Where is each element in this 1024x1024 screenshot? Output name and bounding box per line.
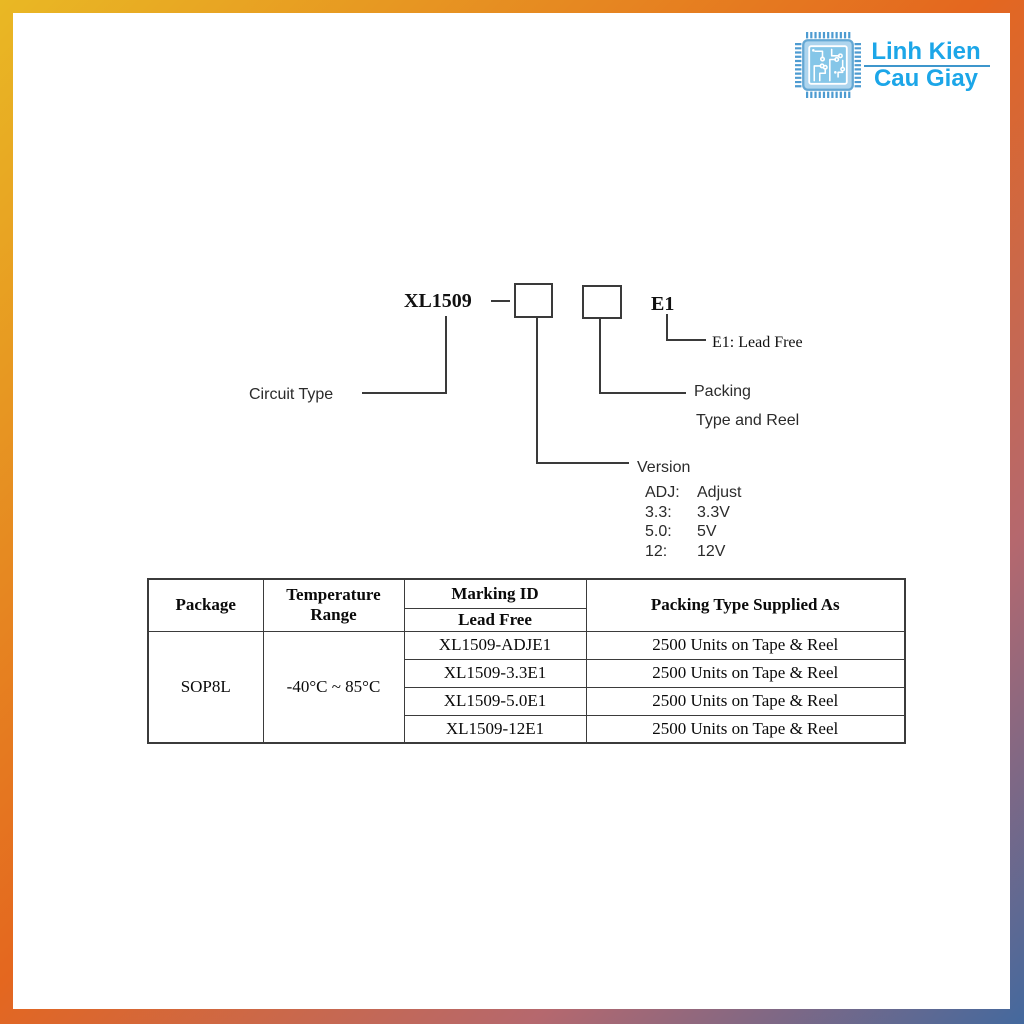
col-header-temperature-range: Temperature Range xyxy=(262,578,405,632)
version-option-code: 5.0: xyxy=(645,523,672,541)
version-option-value: 5V xyxy=(697,523,717,541)
packing-cell: 2500 Units on Tape & Reel xyxy=(585,686,906,716)
brand-name-line2: Cau Giay xyxy=(873,65,979,92)
version-option-code: ADJ: xyxy=(645,484,680,501)
version-option: 5.0: 5V xyxy=(645,522,741,542)
version-option: 3.3: 3.3V xyxy=(645,503,741,523)
packing-label-line2: Type and Reel xyxy=(696,412,800,429)
packing-cell: 2500 Units on Tape & Reel xyxy=(585,630,906,660)
version-option-code: 3.3: xyxy=(645,503,672,521)
version-option-code: 12: xyxy=(645,543,668,561)
circuit-type-leader-horizontal xyxy=(362,392,447,394)
document-canvas xyxy=(13,13,1010,1009)
version-option: ADJ: Adjust xyxy=(645,483,741,503)
marking-id-cell: XL1509-ADJE1 xyxy=(403,630,587,660)
version-leader-horizontal xyxy=(536,462,629,464)
version-option-value: 3.3V xyxy=(697,503,730,521)
suffix-leader-vertical xyxy=(666,314,668,341)
version-label: Version xyxy=(637,459,691,476)
version-option-value: 12V xyxy=(697,543,726,561)
packing-leader-horizontal xyxy=(599,392,686,394)
logo-divider-line xyxy=(864,65,990,67)
packing-cell: 2500 Units on Tape & Reel xyxy=(585,658,906,688)
version-option: 12: 12V xyxy=(645,542,741,562)
col-header-package: Package xyxy=(147,578,264,632)
packing-leader-vertical xyxy=(599,319,601,394)
marking-id-cell: XL1509-3.3E1 xyxy=(403,658,587,688)
suffix-note: E1: Lead Free xyxy=(712,334,803,351)
packing-cell: 2500 Units on Tape & Reel xyxy=(585,714,906,744)
version-option-value: Adjust xyxy=(697,484,742,501)
version-leader-vertical xyxy=(536,317,538,464)
suffix-leader-horizontal xyxy=(666,339,706,341)
part-prefix: XL1509 xyxy=(404,290,472,312)
version-placeholder-box xyxy=(514,283,553,318)
package-value-cell: SOP8L xyxy=(147,630,264,744)
marking-id-cell: XL1509-12E1 xyxy=(403,714,587,744)
brand-name-line1: Linh Kien xyxy=(871,38,981,65)
col-header-packing-type: Packing Type Supplied As xyxy=(585,578,906,632)
ordering-table: Package Temperature Range Marking ID Pac… xyxy=(147,578,906,744)
part-suffix: E1 xyxy=(651,293,675,315)
col-header-marking-id: Marking ID xyxy=(403,578,587,609)
version-options-list: ADJ: Adjust 3.3: 3.3V 5.0: 5V 12: 12V xyxy=(645,483,741,562)
connector-dash xyxy=(491,300,510,302)
chip-icon xyxy=(795,32,861,98)
marking-id-cell: XL1509-5.0E1 xyxy=(403,686,587,716)
col-header-lead-free: Lead Free xyxy=(403,607,587,632)
temperature-value-cell: -40°C ~ 85°C xyxy=(262,630,405,744)
packing-placeholder-box xyxy=(582,285,622,319)
circuit-type-label: Circuit Type xyxy=(249,386,334,403)
packing-label-line1: Packing xyxy=(694,383,751,400)
circuit-type-leader-vertical xyxy=(445,316,447,394)
